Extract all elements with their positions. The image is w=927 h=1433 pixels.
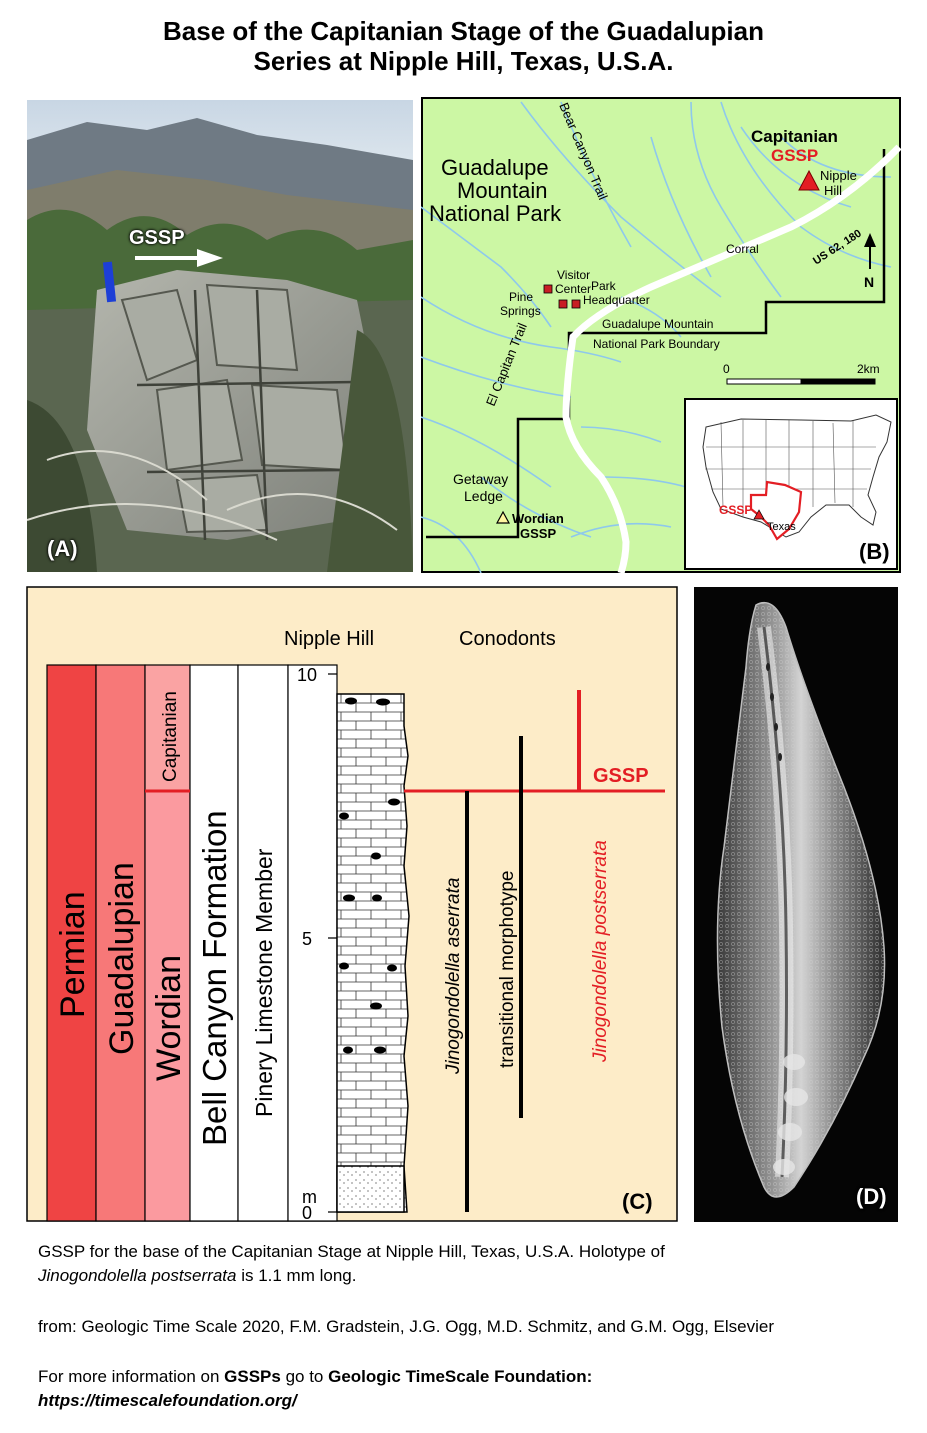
header-conodonts: Conodonts (459, 628, 556, 650)
chert-nodules (339, 697, 400, 1054)
streams (421, 101, 892, 573)
postserrata-label: Jinogondolella postserrata (590, 840, 611, 1063)
scale-end-label: 2km (857, 362, 880, 376)
nipple-hill-label-1: Nipple (820, 168, 857, 183)
corral-label: Corral (726, 242, 759, 256)
source-citation: from: Geologic Time Scale 2020, F.M. Gra… (38, 1317, 774, 1336)
park-boundary (426, 149, 886, 539)
park-hq-label-2: Headquarter (583, 293, 650, 307)
panel-a-label: (A) (47, 536, 78, 561)
nipple-hill-label-2: Hill (824, 183, 842, 198)
transitional-label: transitional morphotype (497, 871, 518, 1069)
park-hq-label-1: Park (591, 279, 617, 293)
permian-column (46, 664, 97, 1222)
more-info-foundation: Geologic TimeScale Foundation: (328, 1367, 593, 1386)
title-line-2: Series at Nipple Hill, Texas, U.S.A. (253, 46, 674, 76)
stratigraphic-column-panel: Nipple Hill Conodonts Permian Guadalupia… (26, 586, 678, 1222)
member-label: Pinery Limestone Member (251, 848, 277, 1117)
location-map-panel: Guadalupe Mountain National Park Capitan… (421, 97, 901, 573)
panel-d-label: (D) (856, 1184, 887, 1209)
scale-ticks (328, 673, 337, 1213)
caption-line-2: Jinogondolella postserrata is 1.1 mm lon… (38, 1264, 908, 1288)
formation-label: Bell Canyon Formation (196, 810, 233, 1146)
panel-b-label: (B) (859, 539, 890, 564)
park-name-line-3: National Park (429, 201, 562, 226)
park-name-line-2: Mountain (457, 178, 548, 203)
scale-tick-0: 0 (302, 1203, 312, 1222)
foundation-url[interactable]: https://timescalefoundation.org/ (38, 1391, 297, 1410)
more-info-line-1: For more information on GSSPs go to Geol… (38, 1365, 908, 1389)
highway-road (562, 144, 901, 573)
pine-springs-label-2: Springs (500, 304, 541, 318)
capitanian-gssp-marker (798, 169, 820, 191)
wordian-label: Wordian (150, 955, 188, 1081)
gssp-label: GSSP (593, 765, 649, 787)
north-label: N (864, 274, 874, 290)
formation-column (189, 664, 239, 1222)
header-nipple-hill: Nipple Hill (284, 628, 374, 650)
conodont-holotype-panel: (D) (694, 587, 898, 1222)
location-map: Guadalupe Mountain National Park Capitan… (421, 97, 901, 573)
panel-c-label: (C) (622, 1189, 653, 1214)
wordian-gssp-marker (495, 510, 511, 524)
caption-taxon: Jinogondolella postserrata (38, 1266, 237, 1285)
scale-tick-5: 5 (302, 929, 312, 949)
headquarter-marker-2 (571, 299, 581, 309)
caption-length: is 1.1 mm long. (236, 1266, 357, 1285)
pine-springs-label-1: Pine (509, 290, 533, 304)
scale-bar-dark (800, 378, 876, 385)
foundation-url-link[interactable]: https://timescalefoundation.org/ (38, 1389, 908, 1413)
scale-bar-light (726, 378, 802, 385)
capitanian-gssp-label: GSSP (771, 146, 818, 165)
park-name-line-1: Guadalupe (441, 155, 549, 180)
more-info-prefix: For more information on (38, 1367, 225, 1386)
capitanian-label: Capitanian (160, 691, 181, 782)
limestone-column (336, 693, 410, 1213)
thickness-scale-column (287, 664, 338, 1222)
boundary-label-1: Guadalupe Mountain (602, 317, 713, 331)
member-column (237, 664, 289, 1222)
conodont-holotype-image (716, 601, 886, 1198)
permian-label: Permian (54, 891, 92, 1018)
north-arrow-head (864, 233, 876, 247)
visitor-center-label-1: Visitor (557, 268, 590, 282)
guadalupian-label: Guadalupian (103, 862, 141, 1055)
scale-tick-10: 10 (297, 665, 317, 685)
sandstone-bed (336, 1165, 405, 1213)
inset-gssp-label: GSSP (719, 503, 752, 517)
more-info-gssps: GSSPs (224, 1367, 281, 1386)
headquarter-marker-1 (558, 299, 568, 309)
more-info: For more information on GSSPs go to Geol… (38, 1365, 908, 1413)
inset-texas-label: Texas (767, 521, 796, 533)
getaway-ledge-label-2: Ledge (464, 488, 503, 504)
scale-unit: m (302, 1187, 317, 1207)
aserrata-label: Jinogondolella aserrata (443, 878, 464, 1075)
gssp-arrow-label: GSSP (129, 227, 185, 249)
capitanian-label: Capitanian (751, 127, 838, 146)
getaway-ledge-label-1: Getaway (453, 471, 508, 487)
stratigraphic-column: Nipple Hill Conodonts Permian Guadalupia… (26, 586, 678, 1222)
page-title: Base of the Capitanian Stage of the Guad… (0, 16, 927, 76)
outcrop-photo (27, 100, 413, 572)
visitor-center-label-2: Center (555, 282, 591, 296)
us-inset-map (702, 414, 892, 541)
guadalupian-column (95, 664, 146, 1222)
capitanian-column (144, 664, 191, 792)
wordian-gssp-label: GSSP (520, 526, 556, 541)
wordian-label: Wordian (512, 511, 564, 526)
visitor-center-marker (543, 284, 553, 294)
title-line-1: Base of the Capitanian Stage of the Guad… (163, 16, 764, 46)
figure-caption: GSSP for the base of the Capitanian Stag… (38, 1240, 908, 1288)
boundary-label-2: National Park Boundary (593, 337, 720, 351)
scale-start-label: 0 (723, 362, 730, 376)
outcrop-photo-panel: GSSP (A) (27, 100, 413, 572)
more-info-middle: go to (280, 1367, 329, 1386)
caption-line-1: GSSP for the base of the Capitanian Stag… (38, 1242, 665, 1261)
